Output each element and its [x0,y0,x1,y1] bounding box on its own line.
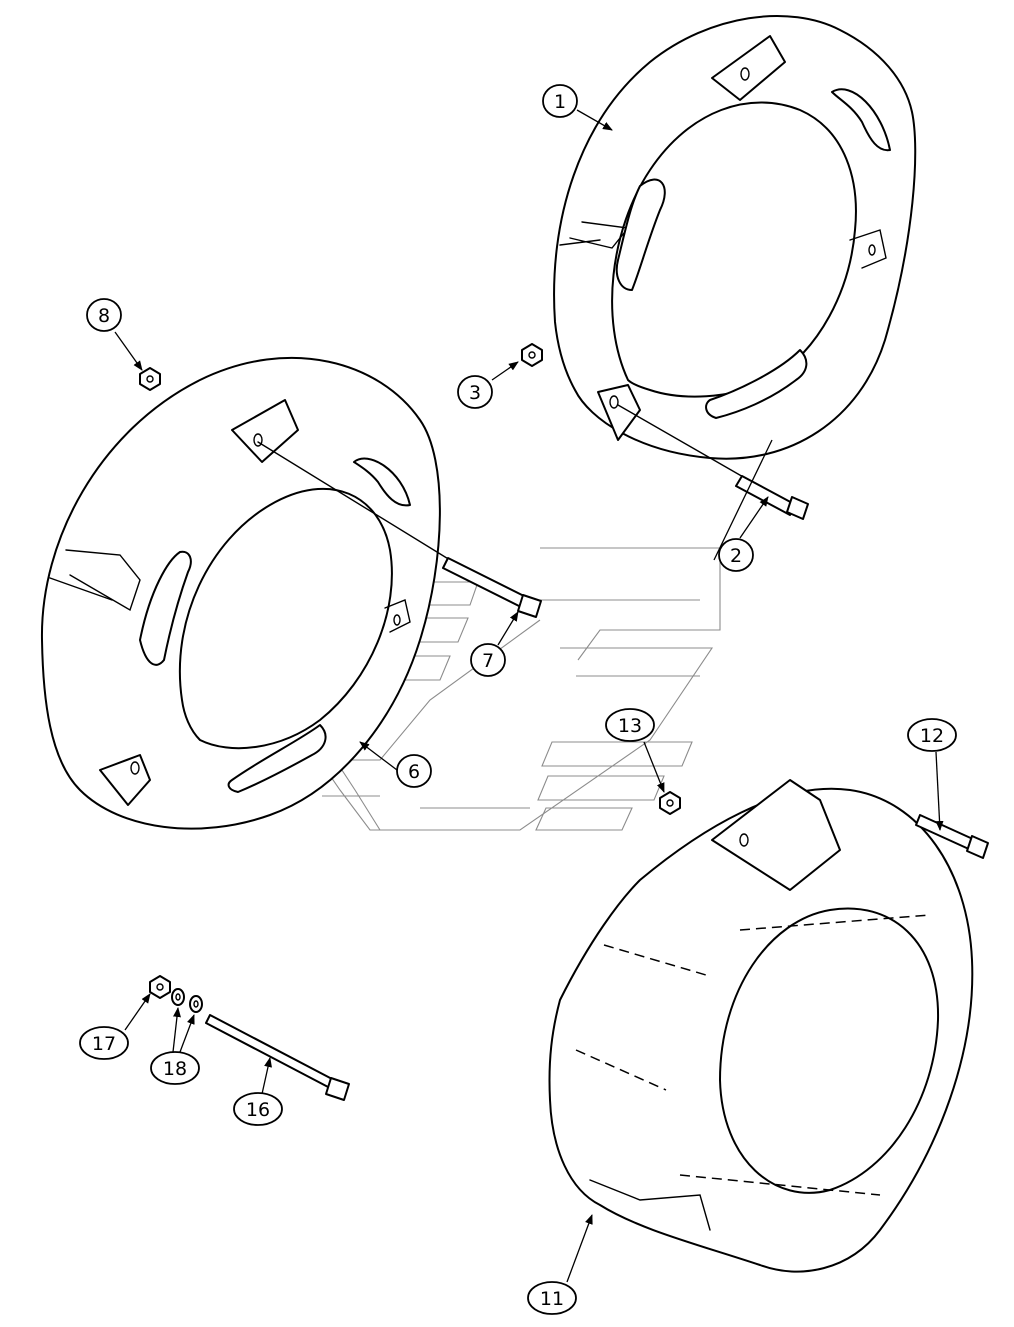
callout-11-label: 11 [540,1288,564,1310]
callout-18-label: 18 [163,1058,187,1080]
callout-13: 13 [605,708,655,742]
stud-16 [205,1014,350,1101]
bolt-12 [915,814,989,859]
callout-12-label: 12 [920,725,944,747]
callout-6-label: 6 [408,761,420,783]
callout-6: 6 [396,754,432,788]
wheel-weight-6 [40,356,441,830]
callout-2: 2 [718,538,754,572]
callout-17: 17 [79,1026,129,1060]
callout-16-label: 16 [246,1099,270,1121]
nut-3 [521,343,543,367]
wheel-weight-11 [548,779,974,1273]
callout-16: 16 [233,1092,283,1126]
callout-7-label: 7 [482,650,494,672]
callout-1-label: 1 [554,91,566,113]
bolt-2 [617,404,809,520]
callout-8-label: 8 [98,305,110,327]
callout-7: 7 [470,643,506,677]
callout-18: 18 [150,1051,200,1085]
nut-13 [659,791,681,815]
bolt-7 [257,441,542,618]
nut-8 [139,367,161,391]
callout-11: 11 [527,1281,577,1315]
callout-3: 3 [457,375,493,409]
washer-18b [189,995,203,1013]
callout-12: 12 [907,718,957,752]
callout-2-label: 2 [730,545,742,567]
callout-17-label: 17 [92,1033,116,1055]
leader-lines [114,109,944,1283]
callout-13-label: 13 [618,715,642,737]
callout-1: 1 [542,84,578,118]
wheel-weight-1 [553,15,917,460]
callout-3-label: 3 [469,382,481,404]
nut-17 [149,975,171,999]
washer-18a [171,988,185,1006]
callout-8: 8 [86,298,122,332]
